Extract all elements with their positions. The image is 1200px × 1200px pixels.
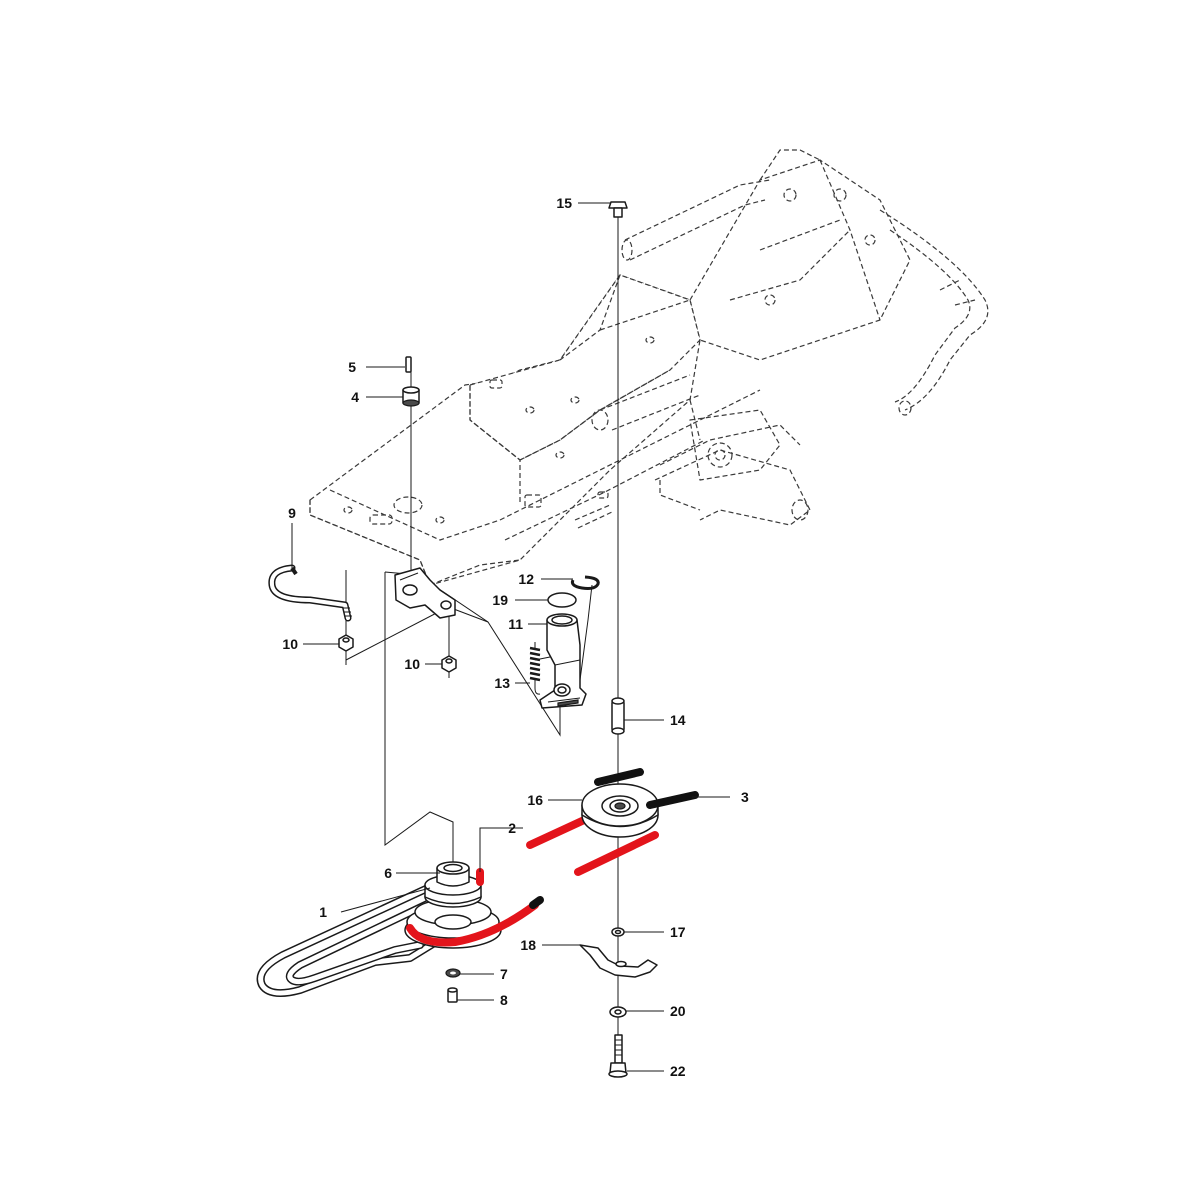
part-nut-10-left <box>338 634 354 652</box>
part-pin-5 <box>405 356 412 373</box>
callout-7: 7 <box>500 966 508 982</box>
callout-16: 16 <box>527 792 543 808</box>
callout-leaders <box>291 202 730 1072</box>
callout-2: 2 <box>508 820 516 836</box>
part-bracket-18 <box>579 944 658 978</box>
part-pivot-bracket <box>394 567 456 619</box>
callout-6: 6 <box>384 865 392 881</box>
part-bolt-8 <box>447 987 458 1003</box>
callout-3: 3 <box>741 789 749 805</box>
chassis-frame <box>309 149 989 586</box>
callout-4: 4 <box>351 389 359 405</box>
part-idler-pulley-16 <box>526 768 699 876</box>
part-belt-2 <box>406 868 544 947</box>
callout-8: 8 <box>500 992 508 1008</box>
part-washer-17 <box>611 927 625 937</box>
part-rod-9 <box>268 564 352 622</box>
callout-12: 12 <box>518 571 534 587</box>
part-washer-7 <box>445 968 461 978</box>
part-tensioner-arm-11 <box>539 613 587 709</box>
callout-11: 11 <box>508 616 523 632</box>
callout-9: 9 <box>288 505 296 521</box>
part-bolt-22 <box>608 1034 628 1078</box>
callout-17: 17 <box>670 924 686 940</box>
callout-5: 5 <box>348 359 356 375</box>
callout-1: 1 <box>319 904 327 920</box>
callout-22: 22 <box>670 1063 686 1079</box>
part-nut-10-center <box>441 655 457 673</box>
callout-15: 15 <box>556 195 572 211</box>
callout-14: 14 <box>670 712 686 728</box>
callout-13: 13 <box>494 675 510 691</box>
part-belt-1 <box>256 884 444 998</box>
callout-19: 19 <box>492 592 508 608</box>
part-bolt-15 <box>608 201 628 218</box>
part-bushing-4 <box>402 386 420 407</box>
part-washer-20 <box>609 1006 627 1018</box>
callout-labels: 1 2 3 4 5 6 7 8 9 10 10 11 12 13 14 15 1… <box>282 195 749 1079</box>
part-sleeve-14 <box>611 697 625 735</box>
part-circlip-12 <box>570 575 600 590</box>
callout-18: 18 <box>520 937 536 953</box>
callout-10-left: 10 <box>282 636 298 652</box>
callout-10-center: 10 <box>404 656 420 672</box>
part-spring-13 <box>529 642 541 695</box>
part-cap-19 <box>547 592 577 608</box>
callout-20: 20 <box>670 1003 686 1019</box>
